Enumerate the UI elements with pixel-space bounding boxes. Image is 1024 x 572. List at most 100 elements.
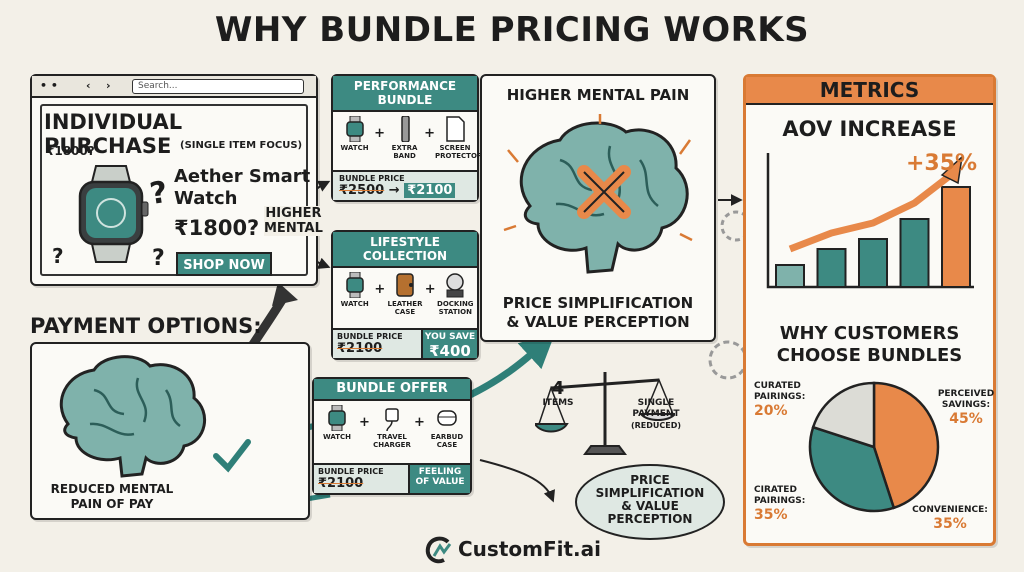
trend-arrow xyxy=(788,168,959,253)
arrow-offer-to-brainpanel xyxy=(468,332,556,399)
lifestyle-bundle-card[interactable]: LIFESTYLE COLLECTION WATCH + LEATHER CAS… xyxy=(331,230,479,360)
band-icon xyxy=(400,116,410,142)
travel-charger-icon xyxy=(385,408,399,431)
pie-label-savings: PERCEIVED SAVINGS: 45% xyxy=(937,389,995,427)
why-customers-title: WHY CUSTOMERS CHOOSE BUNDLES xyxy=(776,323,963,366)
shop-now-button[interactable]: SHOP NOW xyxy=(176,252,272,276)
balance-scale-icon xyxy=(535,372,675,455)
performance-bundle-title: PERFORMANCE BUNDLE xyxy=(333,76,477,112)
payment-panel: REDUCED MENTAL PAIN OF PAY xyxy=(30,342,310,520)
checkmark-icon xyxy=(213,439,251,473)
offer-price-row: BUNDLE PRICE ₹2100 FEELING OF VALUE xyxy=(314,463,470,493)
lifestyle-price-row: BUNDLE PRICE ₹2100 YOU SAVE ₹400 xyxy=(333,328,477,360)
old-price: ₹2500 xyxy=(339,183,385,198)
feeling-of-value-badge: FEELING OF VALUE xyxy=(408,465,470,493)
leather-case-icon xyxy=(396,273,414,297)
scale-left-label: 4 ITEMS xyxy=(542,378,574,409)
aov-bar xyxy=(899,218,930,288)
watch-icon xyxy=(345,116,364,142)
individual-purchase-panel: • • ‹ › Search... INDIVIDUAL PURCHASE (S… xyxy=(30,74,318,286)
plus-sign: + xyxy=(374,126,385,141)
scale-right-label: SINGLE PAYMENT (REDUCED) xyxy=(630,398,682,430)
gear-sketch xyxy=(708,340,748,380)
pie-label-convenience: CONVENIENCE: 35% xyxy=(912,505,988,532)
higher-mental-pain-panel: HIGHER MENTAL PAIN PRICE SIMPLIFICATION … xyxy=(480,74,716,342)
brain-panel-title: HIGHER MENTAL PAIN xyxy=(506,86,690,104)
bundle-item: WATCH xyxy=(335,116,374,152)
product-price: ₹1800? xyxy=(174,216,260,240)
bundle-reasons-pie-chart xyxy=(808,381,940,513)
performance-bundle-card[interactable]: PERFORMANCE BUNDLE WATCH + EXTRA BAND + … xyxy=(331,74,482,202)
pie-label-cirated: CIRATED PAIRINGS: 35% xyxy=(754,485,806,523)
bundle-item: WATCH xyxy=(335,272,374,308)
customfit-logo-icon xyxy=(425,536,452,564)
plus-sign: + xyxy=(374,282,386,297)
metrics-header: METRICS xyxy=(746,77,993,105)
individual-subtitle: (SINGLE ITEM FOCUS) xyxy=(180,140,303,151)
bundle-offer-items: WATCH + TRAVEL CHARGER + EARBUD CASE xyxy=(314,401,470,463)
bundle-offer-title: BUNDLE OFFER xyxy=(314,379,470,401)
search-input[interactable]: Search... xyxy=(132,79,304,94)
plus-sign: + xyxy=(424,282,436,297)
aov-bar xyxy=(941,186,971,288)
calm-brain-icon xyxy=(59,355,206,478)
higher-mental-label: HIGHER MENTAL xyxy=(264,206,323,236)
product-frame xyxy=(40,104,308,276)
arrow-offer-to-bubble xyxy=(479,459,555,503)
earbud-case-icon xyxy=(437,410,457,426)
back-icon[interactable]: ‹ xyxy=(86,79,91,92)
bundle-item: TRAVEL CHARGER xyxy=(372,405,412,449)
bundle-price-label: BUNDLE PRICE xyxy=(337,332,403,341)
watch-icon xyxy=(345,272,364,298)
individual-title: INDIVIDUAL PURCHASE xyxy=(44,110,183,158)
payment-caption: REDUCED MENTAL PAIN OF PAY xyxy=(50,482,174,511)
you-save-badge: YOU SAVE ₹400 xyxy=(421,330,477,360)
aov-bar-chart xyxy=(766,153,974,289)
arrow-glyph: → xyxy=(388,183,405,198)
brain-panel-caption: PRICE SIMPLIFICATION & VALUE PERCEPTION xyxy=(502,294,694,331)
question-mark-2: ? xyxy=(52,244,64,268)
plus-sign: + xyxy=(414,415,425,430)
bundle-item: EXTRA BAND xyxy=(385,116,424,160)
plus-sign: + xyxy=(359,415,370,430)
lifestyle-bundle-items: WATCH + LEATHER CASE + DOCKING STATION xyxy=(333,268,477,328)
aov-bar xyxy=(816,248,847,288)
bundle-item: WATCH xyxy=(317,405,357,441)
new-price: ₹2100 xyxy=(404,183,456,198)
watch-icon xyxy=(328,405,346,431)
aov-title: AOV INCREASE xyxy=(782,117,957,141)
smartwatch-icon xyxy=(78,165,149,263)
aov-value-label: +35% xyxy=(906,151,978,176)
aov-bar xyxy=(858,238,888,288)
forward-icon[interactable]: › xyxy=(106,79,111,92)
bundle-price-label: BUNDLE PRICE xyxy=(318,467,384,476)
bundle-item: SCREEN PROTECTOR xyxy=(435,116,482,160)
old-price: ₹2100 xyxy=(318,476,364,491)
docking-station-icon xyxy=(446,273,465,298)
plus-sign: + xyxy=(424,126,435,141)
pie-slice xyxy=(808,425,896,513)
bundle-item: DOCKING STATION xyxy=(436,272,475,316)
customfit-logo: CustomFit.ai xyxy=(424,534,601,564)
price-simplification-bubble: PRICE SIMPLIFICATION & VALUE PERCEPTION xyxy=(575,464,725,540)
pie-label-curated: CURATED PAIRINGS: 20% xyxy=(754,381,806,419)
product-name: Aether Smart Watch xyxy=(174,166,311,209)
bundle-item: LEATHER CASE xyxy=(385,272,424,316)
screen-protector-icon xyxy=(446,116,465,142)
trend-arrow-head xyxy=(940,155,964,185)
performance-price-row: BUNDLE PRICE ₹2500 → ₹2100 xyxy=(333,170,477,200)
price-tag: ₹1800? xyxy=(46,144,95,158)
window-dots: • • xyxy=(40,79,58,92)
old-price: ₹2100 xyxy=(337,341,383,356)
browser-bar: • • ‹ › Search... xyxy=(32,76,316,98)
question-mark-3: ? xyxy=(152,246,165,271)
bundle-offer-card[interactable]: BUNDLE OFFER WATCH + TRAVEL CHARGER + EA… xyxy=(312,377,472,495)
aov-bar xyxy=(775,264,805,288)
pie-slice xyxy=(811,381,876,449)
performance-bundle-items: WATCH + EXTRA BAND + SCREEN PROTECTOR xyxy=(333,112,482,170)
page-title: WHY BUNDLE PRICING WORKS xyxy=(214,10,810,50)
pie-slice xyxy=(872,381,940,510)
bundle-item: EARBUD CASE xyxy=(427,405,467,449)
bundle-price-label: BUNDLE PRICE xyxy=(339,174,405,183)
metrics-panel: METRICS AOV INCREASE +35% WHY CUSTOMERS … xyxy=(743,74,996,546)
